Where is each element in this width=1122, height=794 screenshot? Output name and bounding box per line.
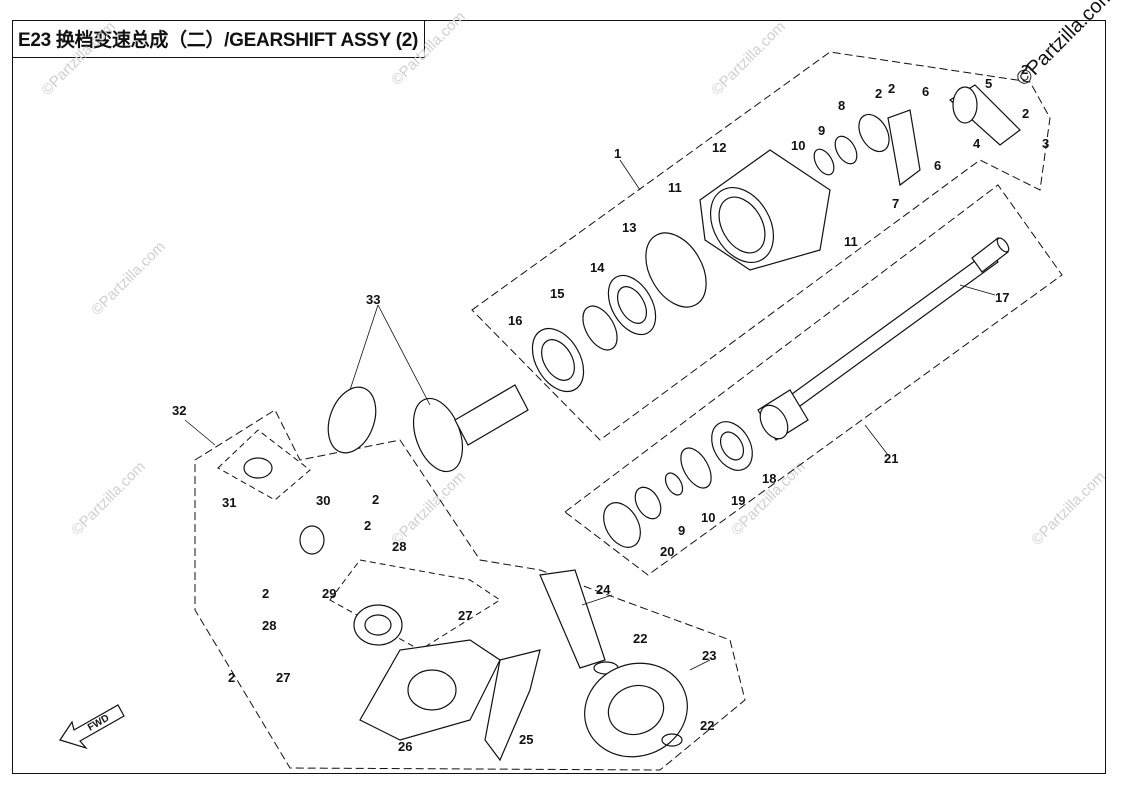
part-label-21: 21: [884, 451, 898, 466]
part-label-7: 7: [892, 196, 899, 211]
assembly-1-boundary: [471, 51, 1051, 441]
washer-30: [299, 525, 325, 555]
part-label-10: 10: [701, 510, 715, 525]
shaft-21-spline: [757, 389, 809, 441]
circlip-22b: [661, 733, 683, 747]
part-label-24: 24: [596, 582, 611, 597]
part-label-14: 14: [590, 260, 605, 275]
part-label-11: 11: [844, 234, 858, 249]
part-label-27: 27: [458, 608, 472, 623]
pinion-shaft-33: [454, 384, 529, 446]
shaft-24: [539, 569, 606, 669]
part-label-9: 9: [678, 523, 685, 538]
part-label-29: 29: [322, 586, 336, 601]
part-label-12: 12: [712, 140, 726, 155]
part-label-20: 20: [660, 544, 674, 559]
part-label-13: 13: [622, 220, 636, 235]
part-label-10: 10: [791, 138, 805, 153]
part-label-17: 17: [995, 290, 1009, 305]
part-label-8: 8: [838, 98, 845, 113]
part-label-2: 2: [228, 670, 235, 685]
o-ring-13: [645, 232, 707, 308]
part-label-30: 30: [316, 493, 330, 508]
part-label-33: 33: [366, 292, 380, 307]
page-title: E23 换档变速总成（二）/GEARSHIFT ASSY (2): [18, 30, 419, 51]
part-label-9: 9: [818, 123, 825, 138]
ring-10b: [664, 472, 684, 496]
part-label-6: 6: [934, 158, 941, 173]
seal-20: [603, 502, 641, 548]
part-label-23: 23: [702, 648, 716, 663]
part-label-31: 31: [222, 495, 236, 510]
part-label-11: 11: [668, 180, 682, 195]
bevel-gear-33a: [327, 386, 377, 454]
part-label-2: 2: [888, 81, 895, 96]
seal-8: [858, 113, 890, 153]
part-label-2: 2: [364, 518, 371, 533]
part-label-28: 28: [392, 539, 406, 554]
part-label-1: 1: [614, 146, 621, 161]
bevel-gear-33b: [412, 397, 464, 473]
part-label-19: 19: [731, 493, 745, 508]
fwd-arrow: FWD: [59, 704, 125, 750]
bracket-5: [952, 86, 978, 124]
part-label-28: 28: [262, 618, 276, 633]
assembly-32-inner-boundary: [217, 429, 501, 651]
part-label-2: 2: [1022, 106, 1029, 121]
ring-10a: [813, 148, 835, 176]
plate-7: [887, 109, 921, 187]
part-label-22: 22: [700, 718, 714, 733]
part-label-2: 2: [372, 492, 379, 507]
part-label-4: 4: [973, 136, 981, 151]
part-label-27: 27: [276, 670, 290, 685]
part-label-5: 5: [985, 76, 992, 91]
part-label-25: 25: [519, 732, 533, 747]
part-label-3: 3: [1042, 136, 1049, 151]
circlip-15: [582, 305, 618, 351]
part-label-15: 15: [550, 286, 564, 301]
diagram-frame: [12, 20, 1106, 774]
circlip-19: [680, 447, 712, 489]
part-label-32: 32: [172, 403, 186, 418]
part-label-2: 2: [1021, 62, 1028, 77]
part-label-16: 16: [508, 313, 522, 328]
ring-9a: [834, 135, 858, 165]
nut-31: [243, 457, 273, 479]
assembly-21-boundary: [564, 184, 1063, 576]
part-label-22: 22: [633, 631, 647, 646]
part-label-6: 6: [922, 84, 929, 99]
part-label-26: 26: [398, 739, 412, 754]
assembly-32-boundary: [194, 409, 746, 771]
title-box: E23 换档变速总成（二）/GEARSHIFT ASSY (2): [12, 20, 426, 58]
shaft-17: [769, 237, 1010, 423]
gasket-25: [484, 649, 541, 762]
part-label-18: 18: [762, 471, 776, 486]
part-label-2: 2: [262, 586, 269, 601]
part-label-2: 2: [875, 86, 882, 101]
ring-9b: [634, 486, 662, 520]
